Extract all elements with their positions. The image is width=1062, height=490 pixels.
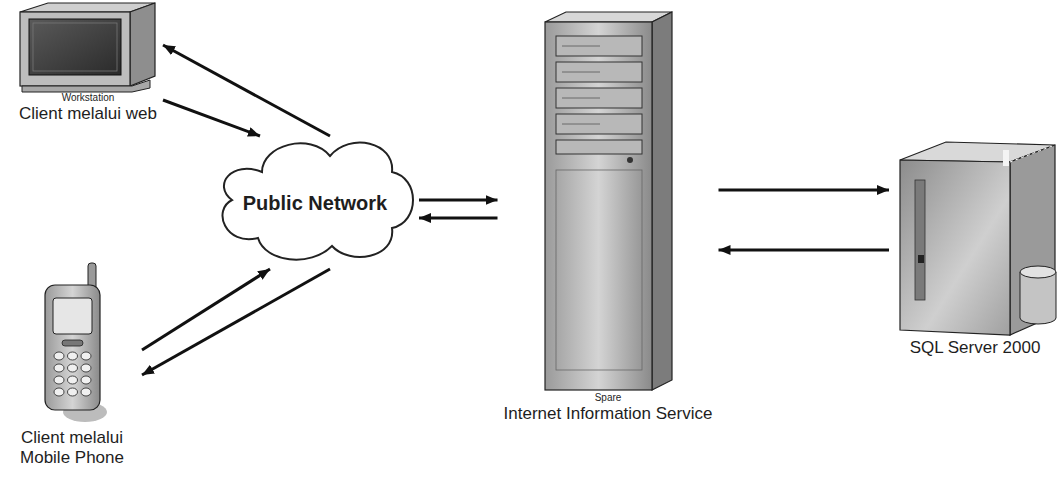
workstation-node: WorkstationClient melalui web bbox=[17, 2, 159, 124]
node-label: SQL Server 2000 bbox=[893, 338, 1057, 358]
node-label: Client melalui Mobile Phone bbox=[6, 428, 138, 469]
phone-key bbox=[54, 388, 64, 396]
database-server-icon bbox=[900, 142, 1056, 335]
phone-key bbox=[68, 364, 78, 372]
phone-key bbox=[68, 376, 78, 384]
database-node: SQL Server 2000 bbox=[893, 138, 1057, 358]
node-label: Internet Information Service bbox=[502, 404, 715, 424]
mobile-client-node: Client melalui Mobile Phone bbox=[6, 260, 138, 469]
data-flow-arrow bbox=[719, 249, 890, 252]
node-label: Client melalui web bbox=[17, 104, 159, 124]
cloud-shape bbox=[223, 143, 413, 260]
workstation-icon bbox=[20, 3, 155, 92]
phone-key bbox=[81, 388, 91, 396]
mobile-phone-icon bbox=[45, 263, 107, 422]
phone-key bbox=[81, 352, 91, 360]
phone-key bbox=[68, 352, 78, 360]
web-server-node: SpareInternet Information Service bbox=[502, 10, 715, 424]
device-caption: Spare bbox=[502, 392, 715, 404]
phone-key bbox=[81, 376, 91, 384]
data-flow-arrow bbox=[419, 217, 498, 220]
network-cloud: Public Network bbox=[215, 140, 415, 265]
cloud-label: Public Network bbox=[243, 191, 387, 215]
phone-key bbox=[54, 352, 64, 360]
data-flow-arrow bbox=[719, 189, 890, 192]
data-flow-arrow bbox=[163, 45, 330, 136]
phone-key bbox=[54, 364, 64, 372]
device-caption: Workstation bbox=[17, 92, 159, 104]
data-flow-arrow bbox=[142, 269, 330, 375]
phone-key bbox=[68, 388, 78, 396]
phone-key bbox=[54, 376, 64, 384]
phone-key bbox=[81, 364, 91, 372]
data-flow-arrow bbox=[419, 199, 498, 202]
server-tower-icon bbox=[545, 12, 672, 390]
data-flow-arrow bbox=[163, 100, 260, 136]
